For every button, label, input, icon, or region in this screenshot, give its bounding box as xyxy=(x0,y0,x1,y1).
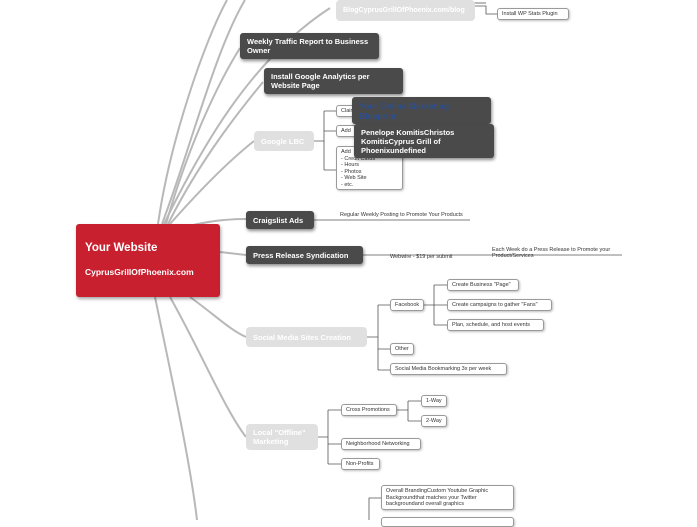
cross-promotions-node[interactable]: Cross Promotions xyxy=(341,404,397,416)
craigslist-node[interactable]: Craigslist Ads xyxy=(246,211,314,229)
facebook-node[interactable]: Facebook xyxy=(390,299,424,311)
nonprofits-label: Non-Profits xyxy=(346,460,374,467)
cross-promotions-label: Cross Promotions xyxy=(346,406,390,413)
fb-fans-node[interactable]: Create campaigns to gather "Fans" xyxy=(447,299,552,311)
social-node[interactable]: Social Media Sites Creation xyxy=(246,327,367,347)
weekly-report-node[interactable]: Weekly Traffic Report to Business Owner xyxy=(240,33,379,59)
google-lbc-label: Google LBC xyxy=(261,136,305,146)
fb-page-label: Create Business "Page" xyxy=(452,281,511,288)
analytics-label: Install Google Analytics per Website Pag… xyxy=(271,72,370,90)
way1-label: 1-Way xyxy=(426,397,442,404)
blog-node[interactable]: BlogCyprusGrillOfPhoenix.com/blog xyxy=(336,0,475,21)
branding-label: Overall BrandingCustom Youtube Graphic B… xyxy=(386,488,489,507)
root-subtitle: CyprusGrillOfPhoenix.com xyxy=(85,267,194,277)
bookmarking-label: Social Media Bookmarking 3x per week xyxy=(395,365,492,372)
facebook-label: Facebook xyxy=(395,301,420,308)
person-overlay-node[interactable]: Penelope KomitisChristos KomitisCyprus G… xyxy=(354,124,494,158)
branding-node[interactable]: Overall BrandingCustom Youtube Graphic B… xyxy=(381,485,514,510)
craigslist-note-label: Regular Weekly Posting to Promote Your P… xyxy=(340,211,463,218)
way2-node[interactable]: 2-Way xyxy=(421,415,447,427)
press-note-label: Each Week do a Press Release to Promote … xyxy=(492,246,611,260)
weekly-report-label: Weekly Traffic Report to Business Owner xyxy=(247,37,369,55)
social-label: Social Media Sites Creation xyxy=(253,332,351,342)
other-label: Other xyxy=(395,345,409,352)
wp-stats-label: Install WP Stats Plugin xyxy=(502,10,558,17)
fb-page-node[interactable]: Create Business "Page" xyxy=(447,279,519,291)
networking-label: Neighborhood Networking xyxy=(346,440,410,447)
root-node[interactable]: Your Website CyprusGrillOfPhoenix.com xyxy=(76,224,220,297)
way1-node[interactable]: 1-Way xyxy=(421,395,447,407)
nonprofits-node[interactable]: Non-Profits xyxy=(341,458,380,470)
blueprint-overlay-label: Your Online Marketing Blueprint xyxy=(359,100,450,121)
other-node[interactable]: Other xyxy=(390,343,414,355)
blog-label: BlogCyprusGrillOfPhoenix.com/blog xyxy=(343,6,465,14)
branding-next-node[interactable] xyxy=(381,517,514,527)
press-node[interactable]: Press Release Syndication xyxy=(246,246,363,264)
lbc-add-label: Add xyxy=(341,127,351,134)
fb-plan-node[interactable]: Plan, schedule, and host events xyxy=(447,319,544,331)
offline-label: Local "Offline" Marketing xyxy=(253,428,306,446)
offline-node[interactable]: Local "Offline" Marketing xyxy=(246,424,318,450)
fb-fans-label: Create campaigns to gather "Fans" xyxy=(452,301,538,308)
press-price: Webwire - $19 per submit xyxy=(390,247,485,260)
lbc-claim-label: Claim xyxy=(341,107,356,114)
bookmarking-node[interactable]: Social Media Bookmarking 3x per week xyxy=(390,363,507,375)
way2-label: 2-Way xyxy=(426,417,442,424)
fb-plan-label: Plan, schedule, and host events xyxy=(452,321,530,328)
root-title: Your Website xyxy=(85,242,158,254)
press-label: Press Release Syndication xyxy=(253,250,349,260)
press-note: Each Week do a Press Release to Promote … xyxy=(492,240,620,260)
press-price-label: Webwire - $19 per submit xyxy=(390,253,453,260)
wp-stats-node[interactable]: Install WP Stats Plugin xyxy=(497,8,569,20)
google-lbc-node[interactable]: Google LBC xyxy=(254,131,314,151)
person-overlay-label: Penelope KomitisChristos KomitisCyprus G… xyxy=(361,127,455,155)
lbc-add-list-label: Add - Credit Cards - Hours - Photos - We… xyxy=(341,149,376,188)
blueprint-overlay-node[interactable]: Your Online Marketing Blueprint xyxy=(352,97,491,124)
craigslist-label: Craigslist Ads xyxy=(253,215,304,225)
networking-node[interactable]: Neighborhood Networking xyxy=(341,438,421,450)
analytics-node[interactable]: Install Google Analytics per Website Pag… xyxy=(264,68,403,94)
craigslist-note: Regular Weekly Posting to Promote Your P… xyxy=(340,205,465,218)
